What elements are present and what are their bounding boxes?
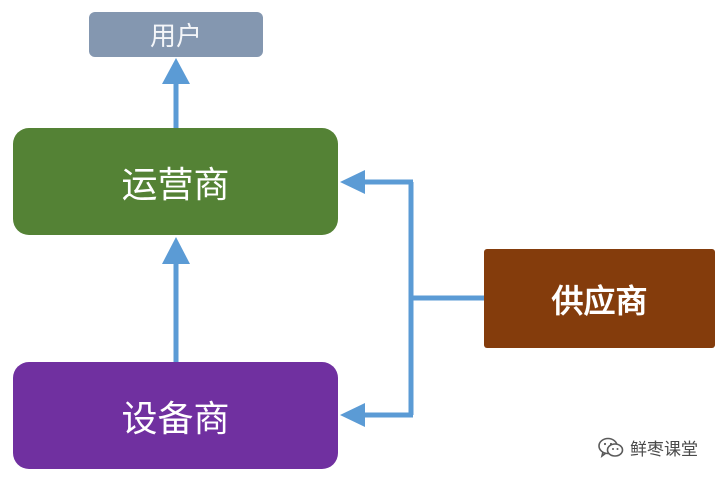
watermark: 鲜枣课堂 — [598, 435, 698, 460]
node-device-maker-label: 设备商 — [121, 398, 230, 440]
arrow-supplier-to-operator — [340, 170, 413, 194]
node-operator: 运营商 — [13, 128, 338, 235]
node-operator-label: 运营商 — [121, 164, 230, 206]
node-device-maker: 设备商 — [13, 362, 338, 469]
arrow-device-to-operator — [162, 237, 190, 362]
node-users: 用户 — [89, 12, 263, 57]
wechat-icon — [598, 437, 624, 458]
arrow-operator-to-users — [162, 58, 190, 128]
node-supplier: 供应商 — [484, 249, 715, 348]
node-users-label: 用户 — [149, 22, 202, 52]
connector-supplier-branch — [408, 182, 484, 415]
node-supplier-label: 供应商 — [551, 281, 648, 320]
arrow-supplier-to-device — [340, 403, 413, 427]
watermark-text: 鲜枣课堂 — [630, 440, 698, 460]
